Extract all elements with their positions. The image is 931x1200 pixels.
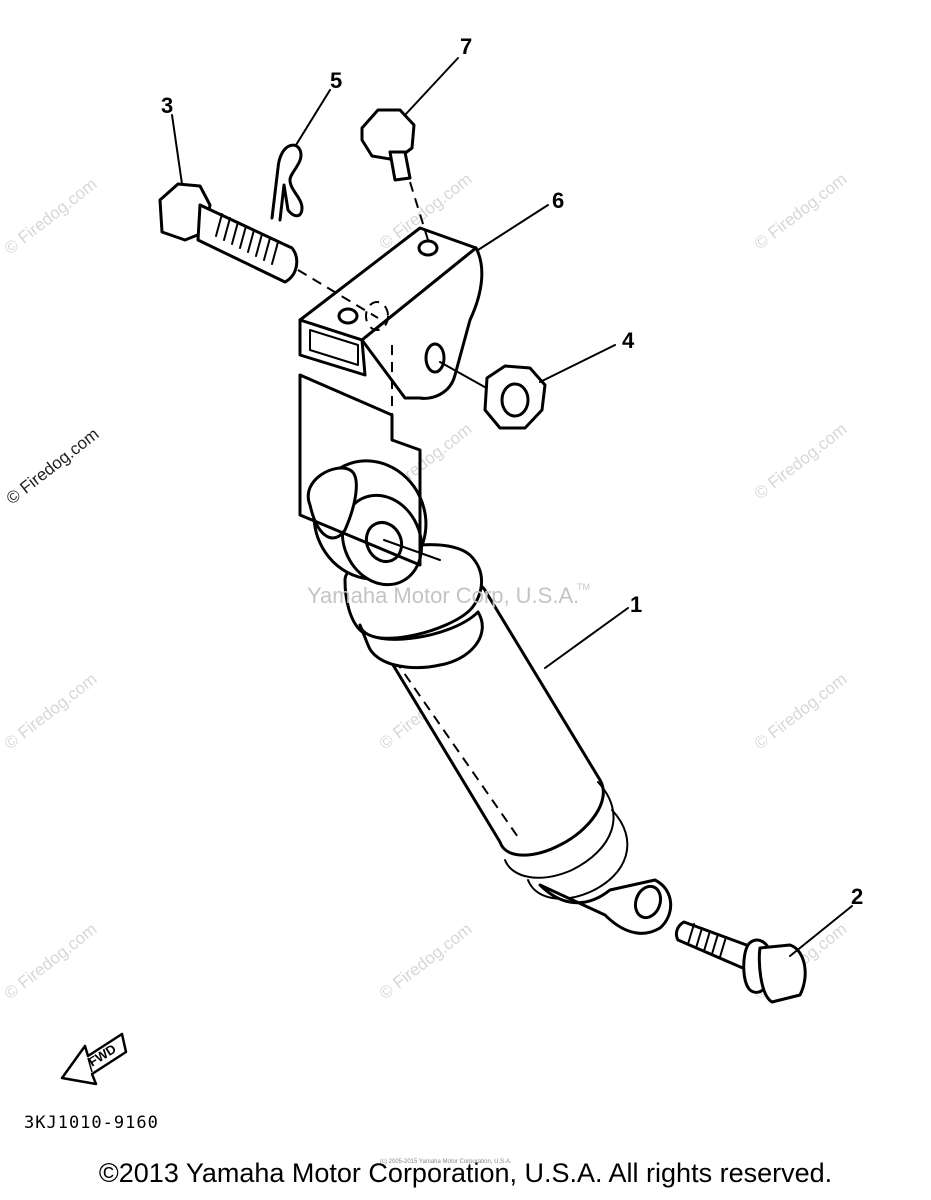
watermark: © Firedog.com	[3, 424, 103, 508]
shock-bracket	[298, 226, 484, 567]
cotter-pin-loop	[270, 143, 304, 222]
part-code: 3KJ1010-9160	[24, 1113, 159, 1133]
nut-alignment-line	[439, 361, 491, 391]
bracket-slot	[309, 329, 359, 366]
bracket-side-hole	[424, 342, 446, 374]
callout-7: 7	[460, 34, 472, 59]
watermark: © Firedog.com	[751, 169, 851, 253]
watermark: © Firedog.com	[751, 669, 851, 753]
bolt-thread	[215, 213, 279, 265]
fwd-arrow-icon: FWD	[60, 1032, 128, 1086]
shock-lower-eye-hole	[633, 884, 663, 920]
shock-absorber	[306, 459, 673, 935]
bracket-nut-hole	[337, 307, 359, 325]
leader-line-1	[544, 607, 629, 669]
trademark-mark: TM	[577, 582, 590, 592]
lower-bolt-thread	[687, 923, 727, 958]
screw-head	[360, 108, 416, 162]
leader-line-5	[295, 89, 331, 146]
copyright-footer: ©2013 Yamaha Motor Corporation, U.S.A. A…	[98, 1158, 833, 1188]
watermark: © Firedog.com	[1, 669, 101, 753]
shock-lower-ring	[527, 809, 629, 900]
leader-line-4	[539, 344, 616, 383]
bushing-alignment-line	[383, 539, 441, 561]
flange-screw	[360, 108, 416, 182]
screw-shank	[388, 150, 412, 182]
shock-upper-bushing-inner	[364, 521, 404, 563]
watermark: © Firedog.com	[1, 174, 101, 258]
watermark: © Firedog.com	[376, 919, 476, 1003]
bolt-shank	[196, 203, 299, 284]
callout-3: 3	[161, 93, 173, 118]
shock-upper-cap	[306, 466, 358, 540]
callout-5: 5	[330, 68, 342, 93]
bracket-bolt-hole	[417, 239, 439, 257]
callout-4: 4	[622, 328, 635, 353]
shock-body-hidden-edge	[394, 659, 521, 841]
upper-bolt	[158, 182, 299, 284]
callout-6: 6	[552, 188, 564, 213]
callout-2: 2	[851, 884, 863, 909]
lower-bolt-shank	[674, 920, 762, 974]
watermark: © Firedog.com	[1, 919, 101, 1003]
bolt-alignment-line	[297, 269, 379, 319]
lower-bolt-head	[757, 943, 807, 1004]
leader-line-6	[477, 204, 549, 251]
cotter-pin	[270, 143, 304, 222]
leader-line-2	[789, 905, 853, 957]
leader-line-3	[171, 114, 183, 185]
bracket-hidden-hole	[365, 301, 389, 331]
tiny-copyright-note: (c) 2005-2015 Yamaha Motor Corporation, …	[380, 1159, 512, 1165]
shock-spring-collar-2	[358, 610, 484, 670]
leader-line-7	[404, 57, 459, 116]
nut-hole	[500, 382, 530, 418]
leader-lines	[171, 57, 853, 957]
center-watermark: Yamaha Motor Corp, U.S.A.	[307, 583, 579, 608]
callout-1: 1	[630, 592, 642, 617]
bracket-side	[360, 246, 484, 400]
lower-bolt	[674, 920, 807, 1004]
watermark: © Firedog.com	[751, 419, 851, 503]
bracket-plate	[298, 373, 422, 567]
flange-nut	[483, 364, 547, 430]
